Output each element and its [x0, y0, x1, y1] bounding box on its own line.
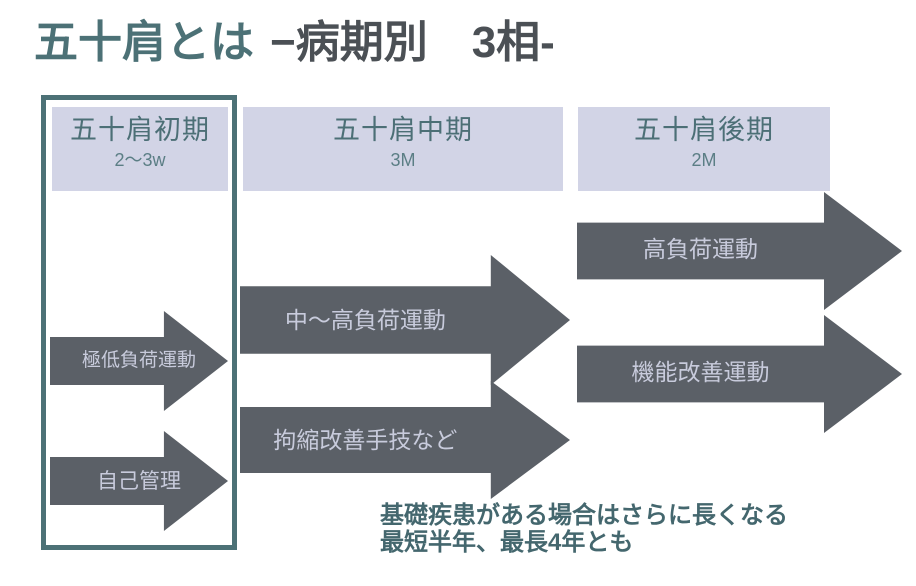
arrow-label-high-load-exercise: 高負荷運動 [643, 236, 758, 262]
phase-header-late: 五十肩後期 2M [578, 107, 830, 191]
page-title-main: 五十肩とは [34, 18, 254, 67]
arrow-label-extremely-low-load-exercise: 極低負荷運動 [81, 350, 196, 371]
arrow-label-self-management: 自己管理 [97, 470, 181, 493]
arrow-extremely-low-load-exercise: 極低負荷運動 [50, 311, 228, 411]
arrow-self-management: 自己管理 [50, 431, 228, 531]
arrow-medium-to-high-load-exercise: 中〜高負荷運動 [240, 255, 570, 385]
footnote-line-2: 最短半年、最長4年とも [380, 528, 634, 556]
arrow-label-functional-improvement-exercise: 機能改善運動 [631, 359, 770, 385]
arrow-high-load-exercise: 高負荷運動 [577, 192, 902, 310]
phase-header-early: 五十肩初期 2〜3w [52, 107, 228, 191]
footnote: 基礎疾患がある場合はさらに長くなる 最短半年、最長4年とも [380, 502, 788, 557]
arrow-functional-improvement-exercise: 機能改善運動 [577, 315, 902, 433]
phase-header-middle-name: 五十肩中期 [333, 115, 473, 145]
phase-header-late-name: 五十肩後期 [634, 115, 774, 145]
arrow-label-contracture-improvement-techniques: 拘縮改善手技など [273, 427, 458, 453]
phase-header-middle: 五十肩中期 3M [243, 107, 563, 191]
phase-header-early-duration: 2〜3w [114, 149, 166, 170]
page-title: 五十肩とは −病期別 3相- [34, 18, 555, 69]
arrow-contracture-improvement-techniques: 拘縮改善手技など [240, 381, 570, 499]
page-title-subtitle: −病期別 3相- [270, 18, 555, 67]
arrow-label-medium-to-high-load-exercise: 中〜高負荷運動 [284, 307, 446, 333]
footnote-line-1: 基礎疾患がある場合はさらに長くなる [380, 502, 788, 529]
phase-header-middle-duration: 3M [390, 149, 416, 170]
phase-header-late-duration: 2M [691, 149, 717, 170]
phase-header-early-name: 五十肩初期 [70, 115, 210, 145]
